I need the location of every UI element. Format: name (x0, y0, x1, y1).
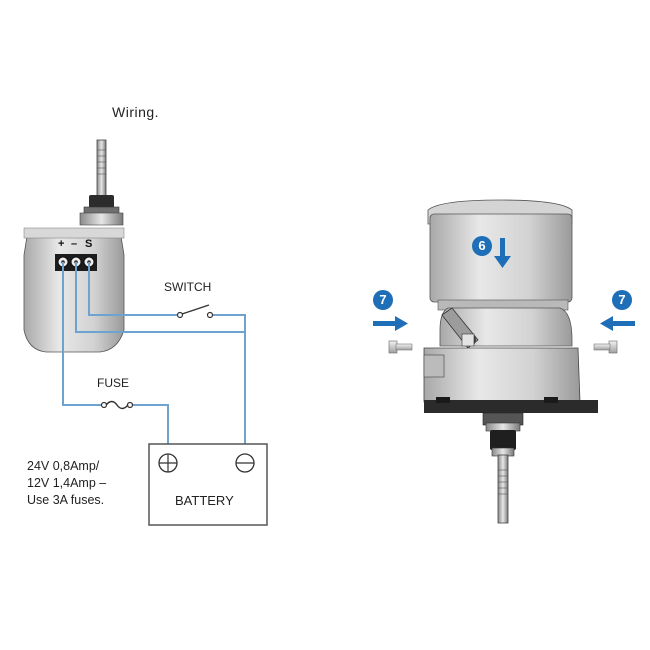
battery-icon (148, 443, 268, 526)
arrow-left-icon (373, 316, 408, 331)
step-7-left-badge: 7 (373, 290, 393, 310)
bolt-right-icon (593, 340, 618, 354)
battery-label: BATTERY (175, 493, 234, 508)
arrow-right-icon (600, 316, 635, 331)
switch-icon (176, 304, 214, 319)
terminal-plus-label: + (58, 238, 65, 250)
terminal-minus-label: – (71, 238, 78, 250)
fuse-label: FUSE (97, 376, 130, 390)
switch-label: SWITCH (164, 280, 212, 294)
arrow-down-icon (494, 238, 511, 268)
wiper-motor-large-icon (423, 199, 598, 524)
wiring-title: Wiring. (112, 104, 160, 120)
step-6-badge: 6 (472, 236, 492, 256)
fuse-icon (100, 400, 134, 410)
bolt-left-icon (388, 340, 413, 354)
step-7-right-badge: 7 (612, 290, 632, 310)
wiring-lines (62, 262, 246, 445)
spec-note: 24V 0,8Amp/ 12V 1,4Amp – Use 3A fuses. (27, 459, 107, 507)
terminal-s-label: S (85, 238, 93, 250)
